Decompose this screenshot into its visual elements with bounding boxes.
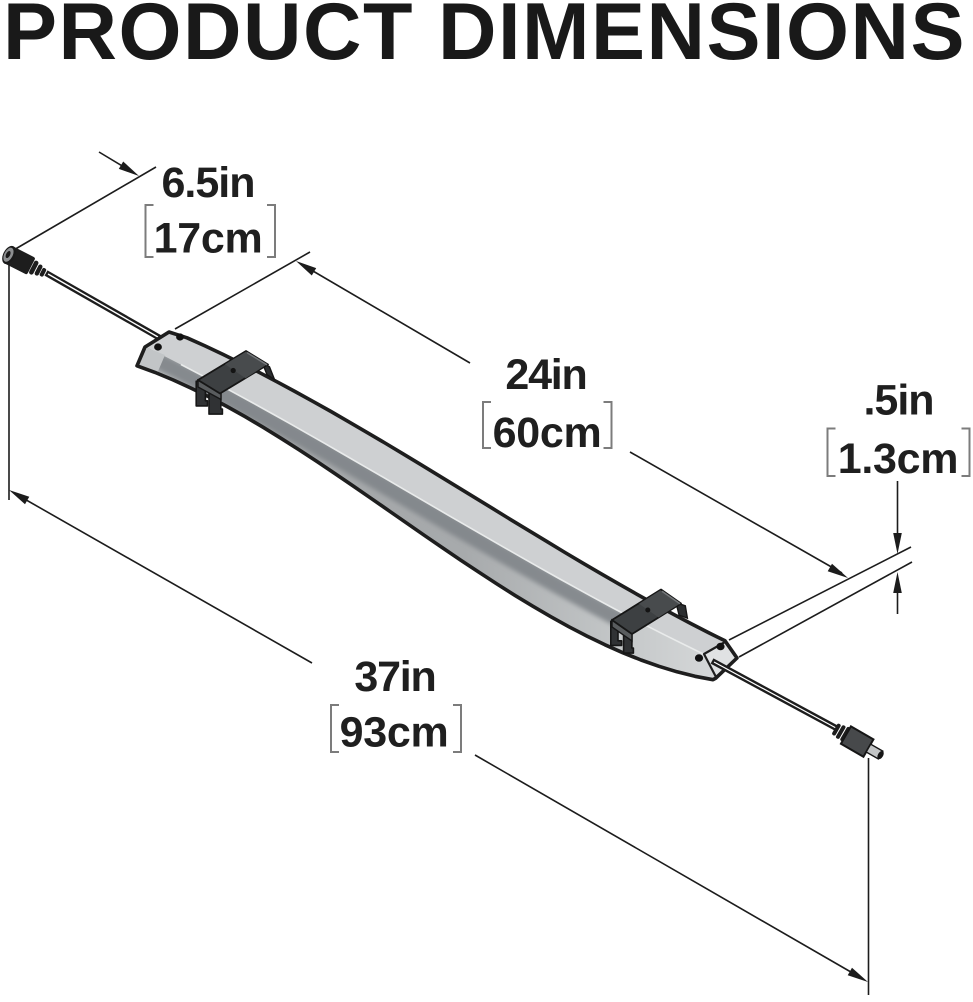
svg-text:93cm: 93cm — [340, 709, 449, 757]
svg-text:1.3cm: 1.3cm — [838, 435, 958, 483]
svg-text:37in: 37in — [354, 653, 435, 701]
svg-text:60cm: 60cm — [493, 409, 602, 457]
svg-text:17cm: 17cm — [154, 215, 263, 263]
svg-text:6.5in: 6.5in — [162, 159, 255, 207]
svg-text:.5in: .5in — [863, 377, 933, 425]
svg-text:24in: 24in — [505, 351, 586, 399]
